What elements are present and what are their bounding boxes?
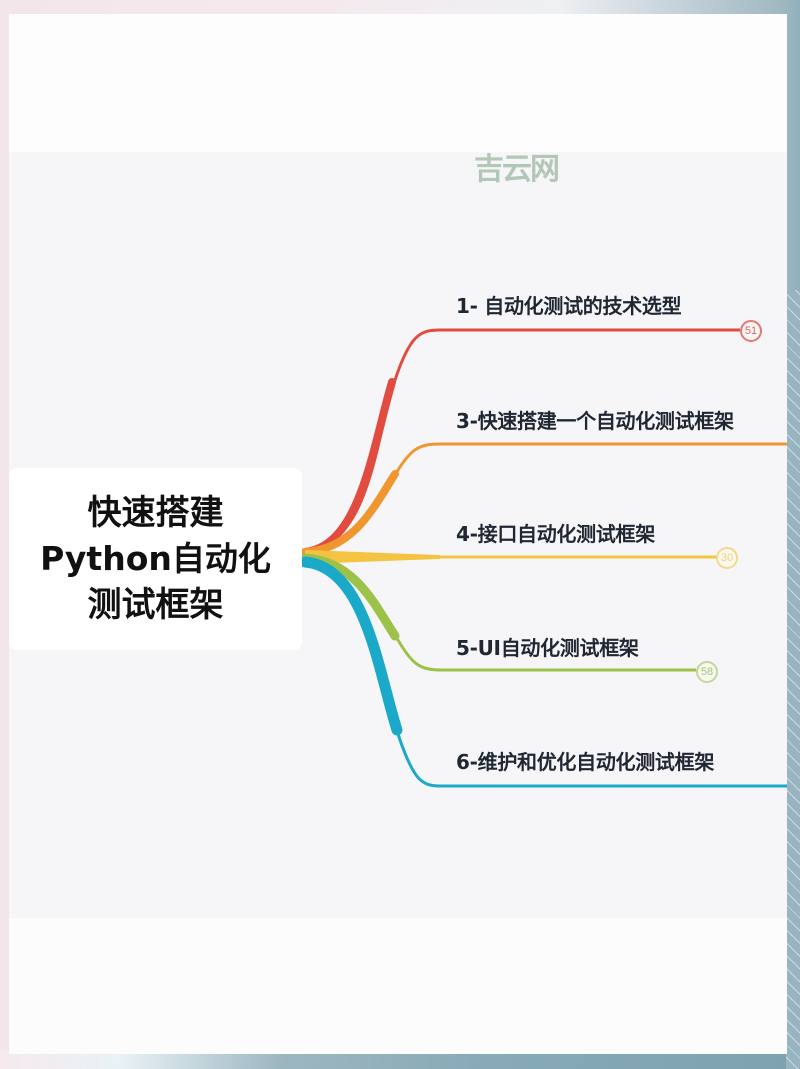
branch-node-4[interactable]: 5-UI自动化测试框架 — [456, 636, 639, 660]
card-top-area — [9, 14, 787, 152]
branch-connector-3 — [305, 550, 440, 564]
count-badge-4[interactable]: 58 — [696, 661, 718, 683]
background-right-stripe — [786, 290, 800, 1069]
branch-node-5[interactable]: 6-维护和优化自动化测试框架 — [456, 750, 715, 774]
card-bottom-area — [9, 918, 787, 1054]
branch-node-1[interactable]: 1- 自动化测试的技术选型 — [456, 294, 682, 318]
count-badge-3[interactable]: 30 — [716, 547, 738, 569]
watermark: 吉云网 — [474, 152, 560, 187]
count-badge-1[interactable]: 51 — [740, 320, 762, 342]
root-title-line-3: 测试框架 — [87, 585, 224, 625]
root-node[interactable]: 快速搭建 Python自动化 测试框架 — [9, 468, 302, 650]
branch-node-2[interactable]: 3-快速搭建一个自动化测试框架 — [456, 409, 734, 433]
branch-node-3[interactable]: 4-接口自动化测试框架 — [456, 522, 655, 546]
background-bottom — [0, 1050, 800, 1069]
root-title-line-1: 快速搭建 — [87, 493, 224, 533]
root-title-line-2: Python自动化 — [40, 539, 271, 578]
